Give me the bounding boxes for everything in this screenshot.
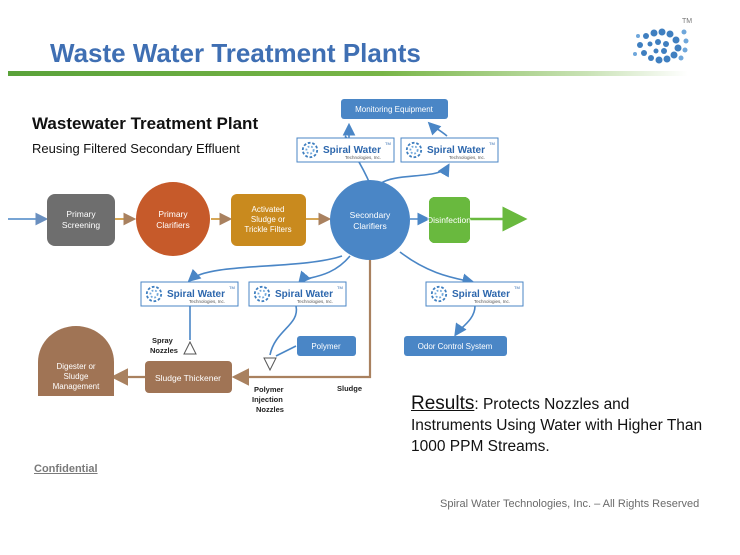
svg-text:Technologies, Inc.: Technologies, Inc. xyxy=(345,155,381,160)
svg-text:Primary: Primary xyxy=(158,209,188,219)
svg-text:TM: TM xyxy=(514,285,520,290)
svg-text:Polymer: Polymer xyxy=(311,342,341,351)
svg-text:Clarifiers: Clarifiers xyxy=(156,220,190,230)
title-divider xyxy=(8,71,688,76)
spiral-water-badge: Spiral Water TM Technologies, Inc. xyxy=(425,281,524,307)
node-activated-sludge: Activated Sludge or Trickle Filters xyxy=(231,194,306,246)
svg-text:Screening: Screening xyxy=(62,220,101,230)
confidential-label: Confidential xyxy=(34,463,98,475)
svg-text:Spiral Water: Spiral Water xyxy=(427,145,485,156)
results-label: Results xyxy=(411,393,475,414)
svg-text:Secondary: Secondary xyxy=(350,210,391,220)
node-sludge-thickener: Sludge Thickener xyxy=(145,361,232,393)
polymer-injection-label: Polymer xyxy=(254,385,284,394)
slide-title: Waste Water Treatment Plants xyxy=(50,38,421,68)
trademark-text: TM xyxy=(682,18,692,25)
svg-text:Technologies, Inc.: Technologies, Inc. xyxy=(189,299,225,304)
spiral-water-logo-icon: TM xyxy=(633,18,692,64)
node-primary-clarifiers: Primary Clarifiers xyxy=(136,182,210,256)
node-monitoring-equipment: Monitoring Equipment xyxy=(341,99,448,119)
svg-text:Spiral Water: Spiral Water xyxy=(323,145,381,156)
svg-text:Disinfection: Disinfection xyxy=(427,215,471,225)
svg-text:Monitoring Equipment: Monitoring Equipment xyxy=(355,105,434,114)
spiral-water-badge: Spiral Water TM Technologies, Inc. xyxy=(400,137,499,163)
svg-text:Technologies, Inc.: Technologies, Inc. xyxy=(297,299,333,304)
results-note: Results: Protects Nozzles and Instrument… xyxy=(411,393,711,457)
svg-text:Technologies, Inc.: Technologies, Inc. xyxy=(449,155,485,160)
svg-text:Spiral Water: Spiral Water xyxy=(275,289,333,300)
svg-text:Activated: Activated xyxy=(252,205,285,214)
node-primary-screening: Primary Screening xyxy=(47,194,115,246)
svg-text:TM: TM xyxy=(229,285,235,290)
diagram-subtitle: Reusing Filtered Secondary Effluent xyxy=(32,141,240,156)
svg-text:Technologies, Inc.: Technologies, Inc. xyxy=(474,299,510,304)
spray-nozzles-label: Spray xyxy=(152,336,174,345)
svg-text:Management: Management xyxy=(53,382,100,391)
spray-nozzle-icon xyxy=(183,340,197,355)
svg-text:Spiral Water: Spiral Water xyxy=(452,289,510,300)
node-polymer: Polymer xyxy=(297,336,356,356)
svg-text:Primary: Primary xyxy=(66,209,96,219)
node-disinfection-visible: Disinfection xyxy=(427,197,471,243)
svg-text:Clarifiers: Clarifiers xyxy=(353,221,387,231)
svg-text:TM: TM xyxy=(385,141,391,146)
svg-text:Digester or: Digester or xyxy=(56,362,95,371)
spiral-water-badge: Spiral Water TM Technologies, Inc. xyxy=(248,281,347,307)
diagram-title: Wastewater Treatment Plant xyxy=(32,114,258,133)
results-text: : Protects Nozzles and Instruments Using… xyxy=(411,396,703,455)
polymer-injection-label-2: Injection xyxy=(252,395,283,404)
svg-text:Sludge or: Sludge or xyxy=(251,215,286,224)
node-digester: Digester or Sludge Management xyxy=(38,326,114,396)
sludge-label: Sludge xyxy=(337,384,362,393)
svg-text:Odor Control System: Odor Control System xyxy=(418,342,493,351)
svg-text:Spiral Water: Spiral Water xyxy=(167,289,225,300)
svg-text:TM: TM xyxy=(337,285,343,290)
spray-nozzles-label-2: Nozzles xyxy=(150,346,178,355)
node-odor-control: Odor Control System xyxy=(404,336,507,356)
svg-text:TM: TM xyxy=(489,141,495,146)
svg-text:Trickle Filters: Trickle Filters xyxy=(244,225,291,234)
svg-text:Sludge: Sludge xyxy=(64,372,89,381)
spiral-water-badge: Spiral Water TM Technologies, Inc. xyxy=(296,137,395,163)
spiral-water-badge: Spiral Water TM Technologies, Inc. xyxy=(140,281,239,307)
polymer-nozzle-icon xyxy=(263,357,277,372)
svg-text:Sludge Thickener: Sludge Thickener xyxy=(155,373,221,383)
footer-copyright: Spiral Water Technologies, Inc. – All Ri… xyxy=(440,498,700,510)
node-secondary-clarifiers: Secondary Clarifiers xyxy=(330,180,410,260)
polymer-injection-label-3: Nozzles xyxy=(256,405,284,414)
